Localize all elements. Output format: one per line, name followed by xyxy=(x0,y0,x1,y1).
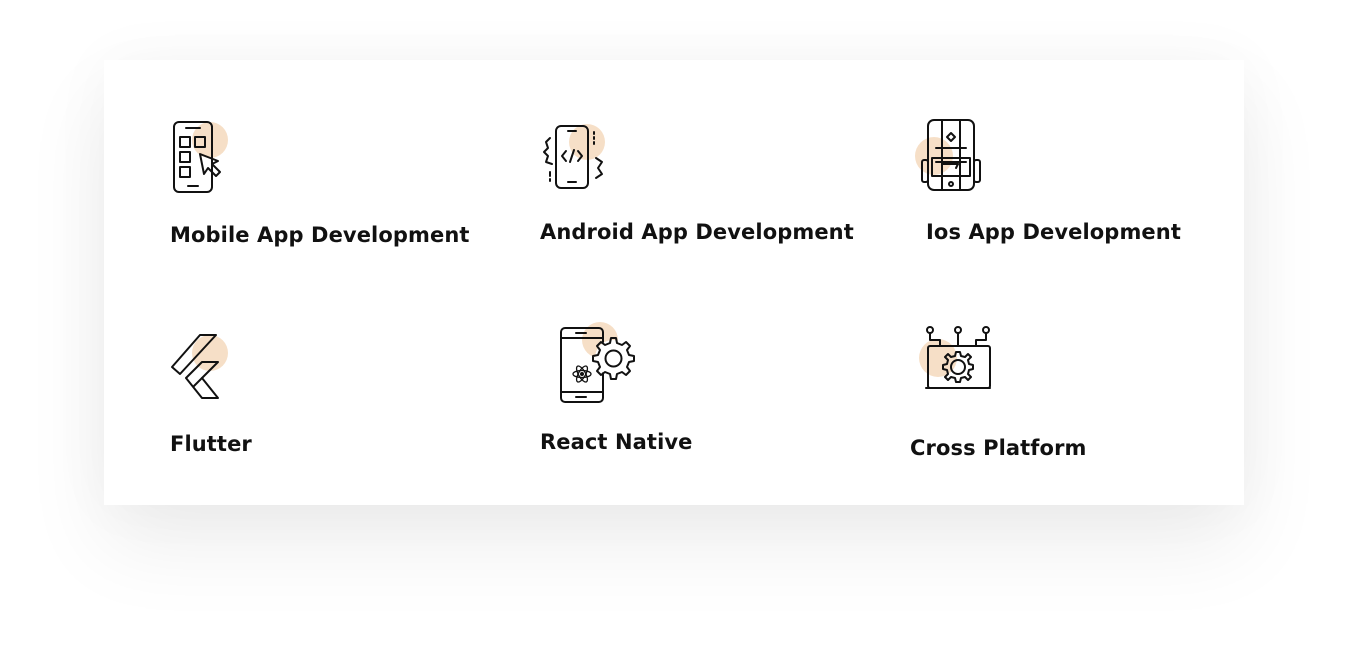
flutter-icon xyxy=(170,328,250,408)
ios-device-icon xyxy=(914,116,994,196)
android-code-icon xyxy=(540,118,620,198)
react-native-icon xyxy=(540,322,635,403)
service-title: React Native xyxy=(540,430,693,454)
service-title: Ios App Development xyxy=(926,220,1181,244)
service-title: Flutter xyxy=(170,432,252,456)
service-title: Cross Platform xyxy=(910,436,1087,460)
services-card: Mobile App Development Android App Devel… xyxy=(104,60,1244,505)
mobile-app-icon xyxy=(170,118,250,198)
service-title: Mobile App Development xyxy=(170,223,470,247)
cross-platform-icon xyxy=(910,322,991,402)
service-title: Android App Development xyxy=(540,220,854,244)
